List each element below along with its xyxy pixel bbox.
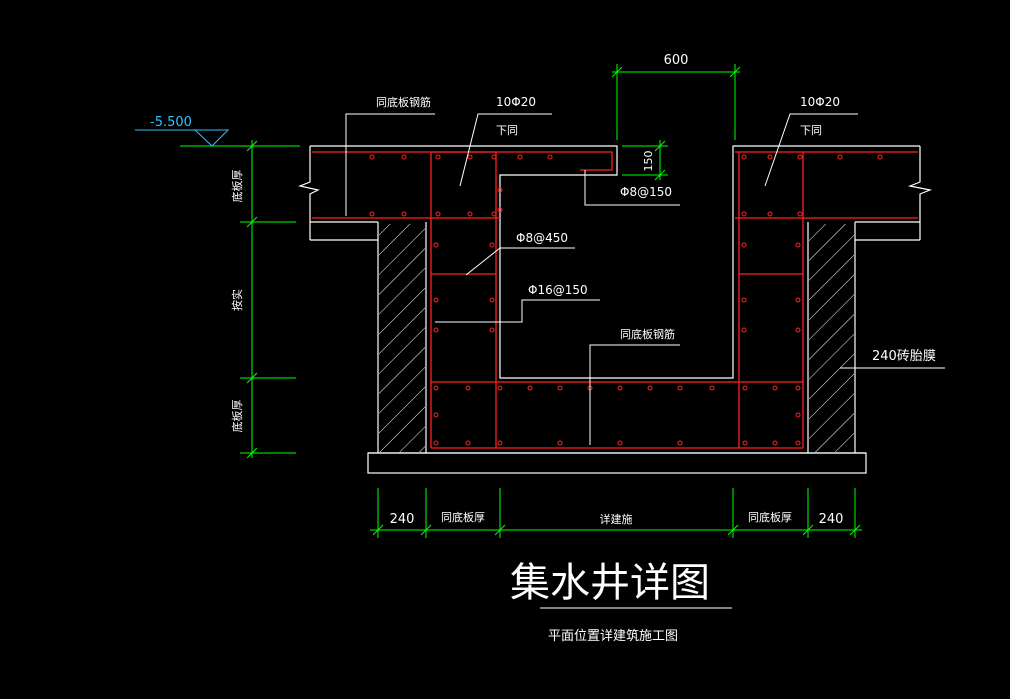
label-stirrup-150: Φ8@150 <box>620 185 672 199</box>
bottom-dim-2: 同底板厚 <box>441 510 485 524</box>
leader-lines <box>345 113 945 445</box>
vertical-label-top: 底板厚 <box>230 170 244 203</box>
elevation-marker: -5.500 <box>135 115 300 147</box>
right-brick-mold <box>809 224 854 452</box>
concrete-outline <box>297 145 933 474</box>
bottom-dim-3: 详建施 <box>600 512 633 526</box>
label-right-same: 下同 <box>800 124 822 137</box>
rebar-lines <box>312 151 918 449</box>
rebar-dots <box>369 154 883 446</box>
bottom-dim-1: 240 <box>390 512 415 527</box>
dim-150: 150 <box>642 151 655 172</box>
top-dimension <box>611 64 741 181</box>
label-same-floor-rebar-top: 同底板钢筋 <box>376 95 431 109</box>
left-brick-mold <box>379 224 425 452</box>
dim-600: 600 <box>664 53 689 68</box>
label-right-bar: 10Φ20 <box>800 95 840 109</box>
drawing-title: 集水井详图 <box>510 560 710 606</box>
label-bar-450: Φ8@450 <box>516 231 568 245</box>
vertical-label-bottom: 底板厚 <box>230 400 244 433</box>
left-vertical-dimension <box>240 140 296 459</box>
label-brick-mold: 240砖胎膜 <box>872 349 936 364</box>
vertical-label-middle: 按实 <box>230 289 244 311</box>
label-left-same: 下同 <box>496 124 518 137</box>
label-left-bar: 10Φ20 <box>496 95 536 109</box>
label-same-floor-rebar-mid: 同底板钢筋 <box>620 327 675 341</box>
drawing-subtitle: 平面位置详建筑施工图 <box>548 628 678 644</box>
bottom-dim-5: 240 <box>819 512 844 527</box>
label-bar-16: Φ16@150 <box>528 283 588 297</box>
bottom-dimension-chain <box>370 488 862 538</box>
bottom-dim-4: 同底板厚 <box>748 510 792 524</box>
elevation-value: -5.500 <box>150 115 192 130</box>
